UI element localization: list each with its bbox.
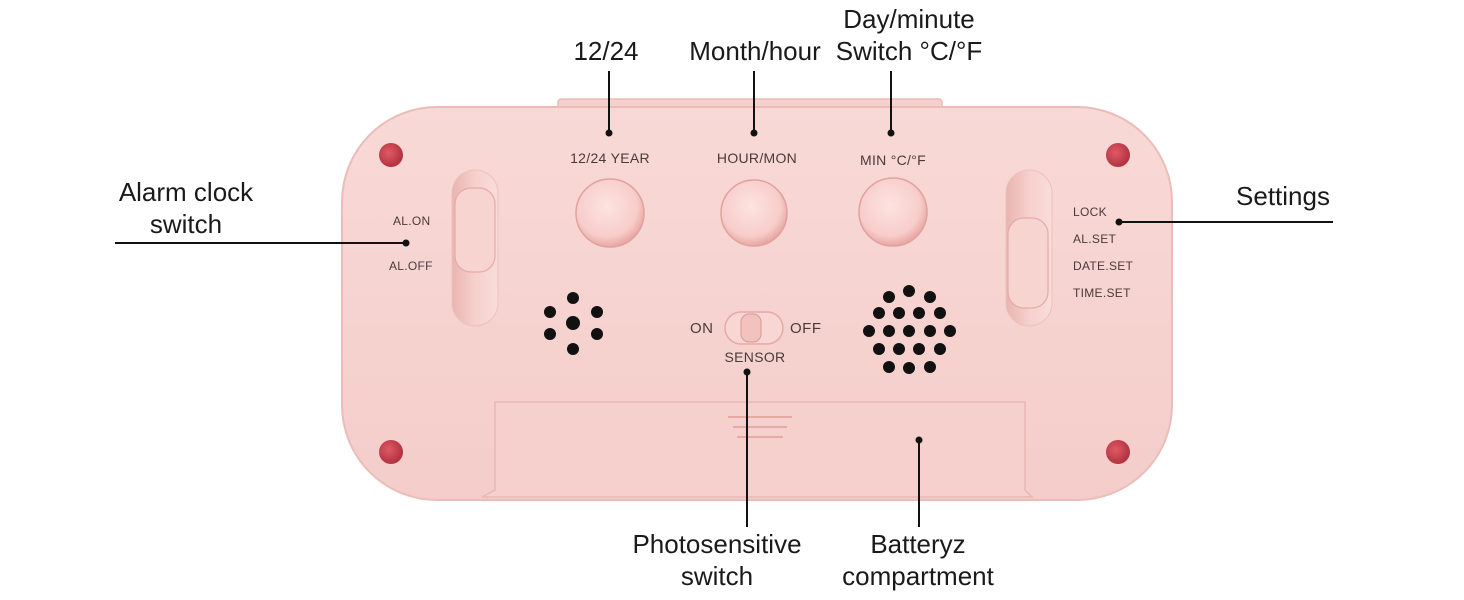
speaker-hole	[873, 343, 885, 355]
speaker-hole	[893, 307, 905, 319]
sensor-switch[interactable]	[724, 311, 784, 345]
battery-compartment[interactable]	[481, 401, 1034, 498]
sensor-label: SENSOR	[725, 349, 786, 365]
speaker-hole	[567, 292, 579, 304]
callout-settings: Settings	[1236, 181, 1330, 211]
leader-dot	[887, 129, 895, 137]
alarm-switch-knob[interactable]	[454, 187, 496, 273]
speaker-hole	[873, 307, 885, 319]
settings-alset-label: AL.SET	[1073, 232, 1117, 246]
button-12-24-year[interactable]	[575, 178, 645, 248]
button-min-temp[interactable]	[858, 177, 928, 247]
alarm-switch[interactable]	[451, 169, 499, 327]
speaker-hole	[944, 325, 956, 337]
leader-dot	[402, 239, 410, 247]
speaker-hole	[903, 325, 915, 337]
speaker-hole	[893, 343, 905, 355]
speaker-hole	[591, 328, 603, 340]
settings-timeset-label: TIME.SET	[1073, 286, 1131, 300]
leader-dot	[750, 129, 758, 137]
speaker-grille-left	[544, 292, 603, 355]
callout-labels: 12/24 Month/hour Day/minute Switch °C/°F…	[119, 4, 1330, 591]
callout-battery-2: compartment	[842, 561, 994, 591]
button-12-24-label: 12/24 YEAR	[570, 150, 650, 166]
leader-dot	[605, 129, 613, 137]
screw-bottom-right	[1106, 440, 1130, 464]
sensor-off-label: OFF	[790, 320, 822, 337]
alarm-off-label: AL.OFF	[389, 259, 433, 273]
speaker-hole	[924, 291, 936, 303]
button-hour-mon[interactable]	[720, 179, 788, 247]
speaker-hole	[913, 343, 925, 355]
speaker-hole	[883, 361, 895, 373]
callout-day-minute-1: Day/minute	[843, 4, 975, 34]
callout-battery-1: Batteryz	[870, 529, 965, 559]
speaker-hole	[913, 307, 925, 319]
callout-photosensitive-2: switch	[681, 561, 753, 591]
speaker-hole	[591, 306, 603, 318]
speaker-hole	[544, 328, 556, 340]
speaker-hole	[924, 361, 936, 373]
screw-bottom-left	[379, 440, 403, 464]
button-min-temp-label: MIN °C/°F	[860, 152, 926, 168]
screw-top-left	[379, 143, 403, 167]
speaker-hole	[903, 285, 915, 297]
screw-top-right	[1106, 143, 1130, 167]
alarm-on-label: AL.ON	[393, 214, 431, 228]
speaker-hole	[544, 306, 556, 318]
speaker-hole	[567, 343, 579, 355]
sensor-switch-knob[interactable]	[740, 313, 762, 343]
callout-12-24: 12/24	[573, 36, 638, 66]
callout-alarm-1: Alarm clock	[119, 177, 254, 207]
speaker-hole	[934, 343, 946, 355]
callout-month-hour: Month/hour	[689, 36, 821, 66]
screws	[379, 143, 1130, 464]
callout-photosensitive-1: Photosensitive	[632, 529, 801, 559]
speaker-hole	[934, 307, 946, 319]
speaker-hole	[883, 325, 895, 337]
speaker-hole	[566, 316, 580, 330]
settings-lock-label: LOCK	[1073, 205, 1107, 219]
leader-dot	[915, 436, 923, 444]
speaker-grille-right	[863, 285, 956, 374]
leader-lines	[115, 71, 1333, 527]
speaker-hole	[863, 325, 875, 337]
speaker-hole	[883, 291, 895, 303]
button-hour-mon-label: HOUR/MON	[717, 150, 797, 166]
leader-dot	[743, 368, 751, 376]
settings-switch-knob[interactable]	[1007, 217, 1049, 309]
speaker-hole	[924, 325, 936, 337]
callout-alarm-2: switch	[150, 209, 222, 239]
battery-cover[interactable]	[481, 401, 1034, 498]
settings-dateset-label: DATE.SET	[1073, 259, 1134, 273]
callout-day-minute-2: Switch °C/°F	[836, 36, 982, 66]
settings-switch[interactable]	[1005, 169, 1053, 327]
leader-dot	[1115, 218, 1123, 226]
sensor-on-label: ON	[690, 320, 714, 337]
speaker-hole	[903, 362, 915, 374]
